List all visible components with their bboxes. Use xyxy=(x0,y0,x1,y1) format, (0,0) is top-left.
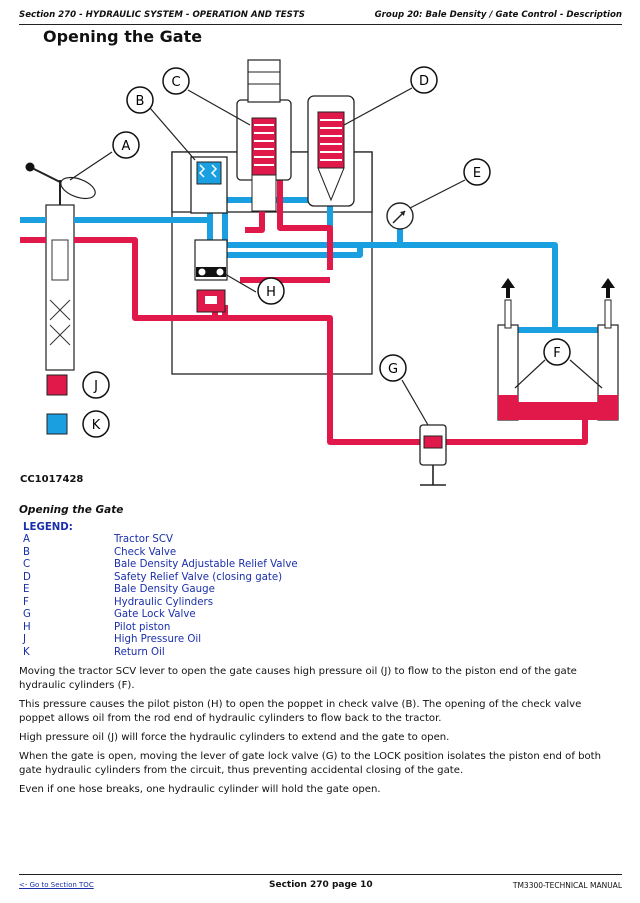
key-return-oil: K xyxy=(46,410,110,438)
key-high-pressure: J xyxy=(46,371,110,399)
hydraulic-cylinders xyxy=(497,278,619,421)
figure-caption: Opening the Gate xyxy=(19,504,124,516)
body-paragraph: High pressure oil (J) will force the hyd… xyxy=(19,732,450,743)
footer-page: Section 270 page 10 xyxy=(269,880,373,890)
figure-id: CC1017428 xyxy=(20,474,84,485)
svg-text:G: G xyxy=(388,362,398,377)
svg-text:B: B xyxy=(136,94,145,109)
check-valve xyxy=(190,156,228,313)
callout-g: G xyxy=(379,354,407,382)
header-group: Group 20: Bale Density / Gate Control - … xyxy=(374,10,622,20)
hydraulic-diagram: A B C D E F G H J K xyxy=(20,59,619,486)
callout-h: H xyxy=(257,277,285,305)
svg-text:H: H xyxy=(266,285,276,300)
page-title: Opening the Gate xyxy=(43,27,203,46)
safety-relief-valve xyxy=(307,95,355,207)
svg-text:A: A xyxy=(122,139,131,154)
svg-text:C: C xyxy=(171,75,180,90)
callout-leaders xyxy=(69,87,603,426)
gate-lock-valve xyxy=(419,424,447,486)
svg-text:D: D xyxy=(419,74,429,89)
bale-density-relief-valve xyxy=(236,59,292,212)
body-paragraph: This pressure causes the pilot piston (H… xyxy=(19,699,582,724)
bale-density-gauge xyxy=(386,202,414,230)
tractor-scv xyxy=(25,162,96,371)
legend-heading: LEGEND: xyxy=(23,522,73,533)
body-paragraph: When the gate is open, moving the lever … xyxy=(19,751,602,776)
body-paragraph: Moving the tractor SCV lever to open the… xyxy=(19,666,577,691)
svg-text:E: E xyxy=(473,166,481,181)
body-paragraph: Even if one hose breaks, one hydraulic c… xyxy=(19,784,381,795)
header-section: Section 270 - HYDRAULIC SYSTEM - OPERATI… xyxy=(19,10,305,20)
callout-b: B xyxy=(126,86,154,114)
callout-d: D xyxy=(410,66,438,94)
callout-a: A xyxy=(112,131,140,159)
footer-manual: TM3300-TECHNICAL MANUAL xyxy=(512,881,622,890)
svg-text:K: K xyxy=(92,418,101,433)
callout-f: F xyxy=(543,338,571,366)
svg-text:J: J xyxy=(93,379,98,394)
page-footer: <- Go to Section TOC Section 270 page 10… xyxy=(19,874,622,891)
pressure-oil-lines xyxy=(20,170,588,445)
callout-c: C xyxy=(162,67,190,95)
page-header: Section 270 - HYDRAULIC SYSTEM - OPERATI… xyxy=(19,8,622,25)
callout-e: E xyxy=(463,158,491,186)
toc-link[interactable]: <- Go to Section TOC xyxy=(19,881,94,889)
svg-text:F: F xyxy=(553,346,560,361)
